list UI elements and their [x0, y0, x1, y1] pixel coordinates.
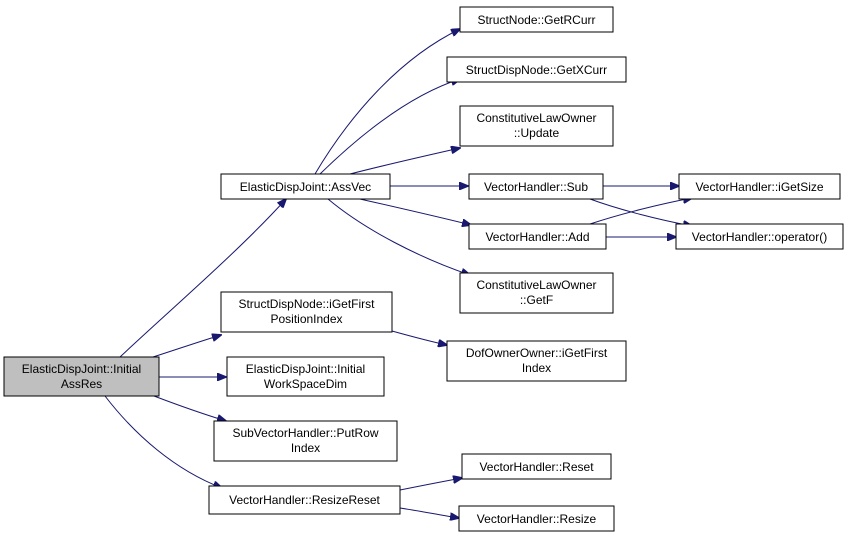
- node-label: WorkSpaceDim: [264, 377, 347, 391]
- node-label: Index: [291, 441, 320, 455]
- node-structdispnode-getxcurr[interactable]: StructDispNode::GetXCurr: [446, 56, 627, 83]
- node-label: VectorHandler::ResizeReset: [229, 493, 380, 507]
- edge-resizereset-to-resize: [399, 507, 459, 518]
- node-label: VectorHandler::Resize: [477, 512, 597, 526]
- edge-sub-to-operator: [589, 198, 692, 226]
- node-constitutivelawowner-update[interactable]: ConstitutiveLawOwner ::Update: [459, 105, 614, 147]
- edge-assvec-to-getrcurr: [314, 29, 460, 175]
- node-label: VectorHandler::Reset: [479, 460, 594, 474]
- edge-sdn-to-doo: [391, 330, 447, 345]
- node-label: ::GetF: [520, 293, 553, 307]
- node-elasticdispjoint-assvec[interactable]: ElasticDispJoint::AssVec: [220, 173, 391, 200]
- edge-add-to-igetsize: [589, 198, 692, 225]
- node-elasticdispjoint-initialassres[interactable]: ElasticDispJoint::Initial AssRes: [3, 356, 160, 397]
- edge-assvec-to-claw-getf: [327, 198, 470, 275]
- node-label: Index: [522, 361, 551, 375]
- node-vectorhandler-sub[interactable]: VectorHandler::Sub: [468, 173, 604, 200]
- node-vectorhandler-igetsize[interactable]: VectorHandler::iGetSize: [678, 173, 841, 200]
- node-label: ElasticDispJoint::AssVec: [240, 180, 371, 194]
- node-constitutivelawowner-getf[interactable]: ConstitutiveLawOwner ::GetF: [459, 272, 614, 314]
- edge-assvec-to-vh-add: [359, 198, 471, 225]
- edge-assvec-to-claw-update: [349, 148, 460, 175]
- node-vectorhandler-add[interactable]: VectorHandler::Add: [468, 223, 607, 250]
- node-subvectorhandler-putrowindex[interactable]: SubVectorHandler::PutRow Index: [213, 420, 398, 462]
- edge-resizereset-to-reset: [399, 478, 462, 491]
- node-label: VectorHandler::operator(): [692, 230, 827, 244]
- node-label: VectorHandler::Add: [485, 230, 589, 244]
- node-vectorhandler-reset[interactable]: VectorHandler::Reset: [461, 453, 612, 480]
- node-structdispnode-igetfirstpositionindex[interactable]: StructDispNode::iGetFirst PositionIndex: [220, 291, 393, 333]
- node-label: ElasticDispJoint::Initial: [246, 362, 365, 376]
- node-structnode-getrcurr[interactable]: StructNode::GetRCurr: [459, 6, 614, 33]
- edge-root-to-sdn-igetfirst: [149, 335, 221, 359]
- node-label: PositionIndex: [270, 312, 342, 326]
- node-label: ConstitutiveLawOwner: [476, 111, 596, 125]
- node-label: VectorHandler::iGetSize: [695, 180, 823, 194]
- node-label: StructDispNode::GetXCurr: [466, 63, 607, 77]
- node-label: ElasticDispJoint::Initial: [22, 362, 141, 376]
- node-vectorhandler-operator[interactable]: VectorHandler::operator(): [675, 223, 844, 250]
- node-label: DofOwnerOwner::iGetFirst: [466, 346, 608, 360]
- node-label: VectorHandler::Sub: [484, 180, 588, 194]
- node-label: StructDispNode::iGetFirst: [238, 297, 375, 311]
- node-label: ::Update: [514, 126, 560, 140]
- node-label: StructNode::GetRCurr: [477, 13, 595, 27]
- node-dofownerowner-igetfirstindex[interactable]: DofOwnerOwner::iGetFirst Index: [446, 340, 627, 382]
- node-label: SubVectorHandler::PutRow: [232, 426, 378, 440]
- edge-root-to-svh-putrow: [153, 395, 226, 421]
- node-vectorhandler-resizereset[interactable]: VectorHandler::ResizeReset: [208, 485, 401, 515]
- edge-root-to-assvec: [119, 199, 286, 358]
- node-elasticdispjoint-initialworkspacedim[interactable]: ElasticDispJoint::Initial WorkSpaceDim: [226, 356, 385, 397]
- node-label: ConstitutiveLawOwner: [476, 278, 596, 292]
- node-label: AssRes: [61, 377, 102, 391]
- node-vectorhandler-resize[interactable]: VectorHandler::Resize: [458, 505, 615, 532]
- edges: [104, 29, 692, 518]
- edge-root-to-vh-resizereset: [104, 395, 222, 488]
- edge-assvec-to-getxcurr: [319, 79, 460, 175]
